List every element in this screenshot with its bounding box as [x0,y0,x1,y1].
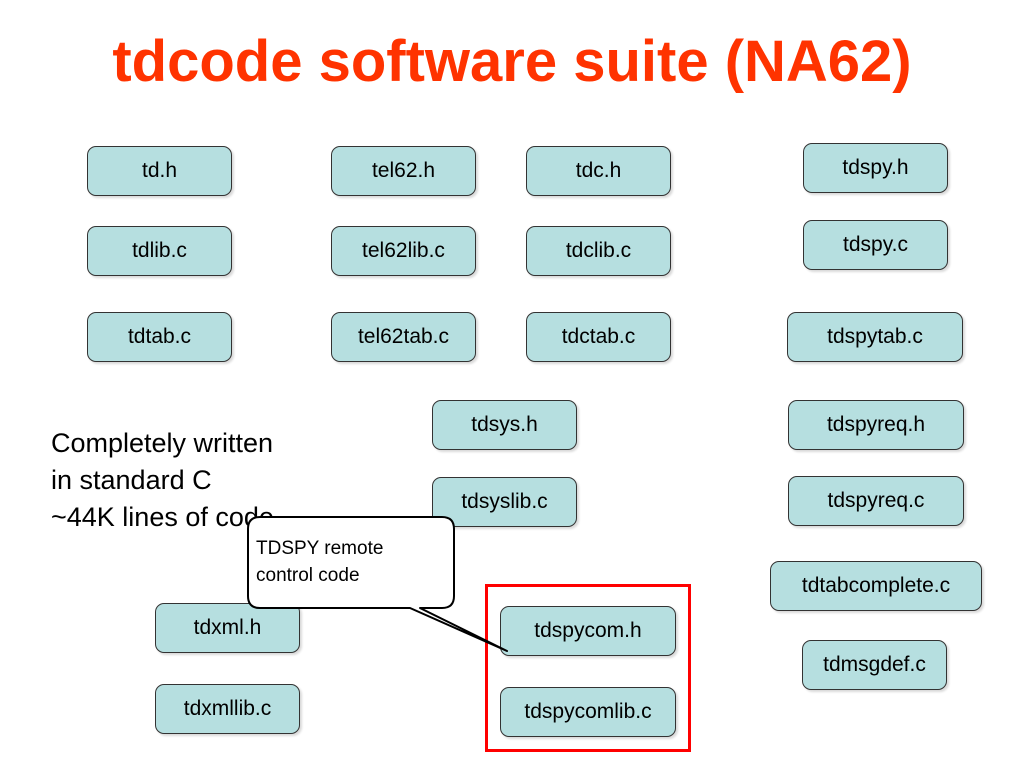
callout-text: TDSPY remote control code [256,535,456,589]
file-box-tdclib-c: tdclib.c [526,226,671,276]
file-box-td-h: td.h [87,146,232,196]
file-box-tdsys-h: tdsys.h [432,400,577,450]
file-box-tdspy-c: tdspy.c [803,220,948,270]
callout-line-2: control code [256,565,360,586]
file-box-tdspyreq-h: tdspyreq.h [788,400,964,450]
file-box-tdspycomlib-c: tdspycomlib.c [500,687,676,737]
file-box-tdxml-h: tdxml.h [155,603,300,653]
file-box-tel62tab-c: tel62tab.c [331,312,476,362]
file-box-tdtabcomplete-c: tdtabcomplete.c [770,561,982,611]
file-box-tdtab-c: tdtab.c [87,312,232,362]
file-box-tdxmllib-c: tdxmllib.c [155,684,300,734]
file-box-tdlib-c: tdlib.c [87,226,232,276]
file-box-tdc-h: tdc.h [526,146,671,196]
slide-title: tdcode software suite (NA62) [112,29,912,94]
file-box-tdctab-c: tdctab.c [526,312,671,362]
file-box-tdmsgdef-c: tdmsgdef.c [802,640,947,690]
highlight-frame [485,584,691,752]
file-box-tdspytab-c: tdspytab.c [787,312,963,362]
file-box-tdspyreq-c: tdspyreq.c [788,476,964,526]
file-box-tdsyslib-c: tdsyslib.c [432,477,577,527]
description-line-3: ~44K lines of code [51,502,274,532]
callout-line-1: TDSPY remote [256,538,384,559]
file-box-tel62lib-c: tel62lib.c [331,226,476,276]
file-box-tdspycom-h: tdspycom.h [500,606,676,656]
file-box-tel62-h: tel62.h [331,146,476,196]
description-line-2: in standard C [51,465,212,495]
description-line-1: Completely written [51,428,274,458]
file-box-tdspy-h: tdspy.h [803,143,948,193]
description-text: Completely written in standard C ~44K li… [51,425,274,536]
